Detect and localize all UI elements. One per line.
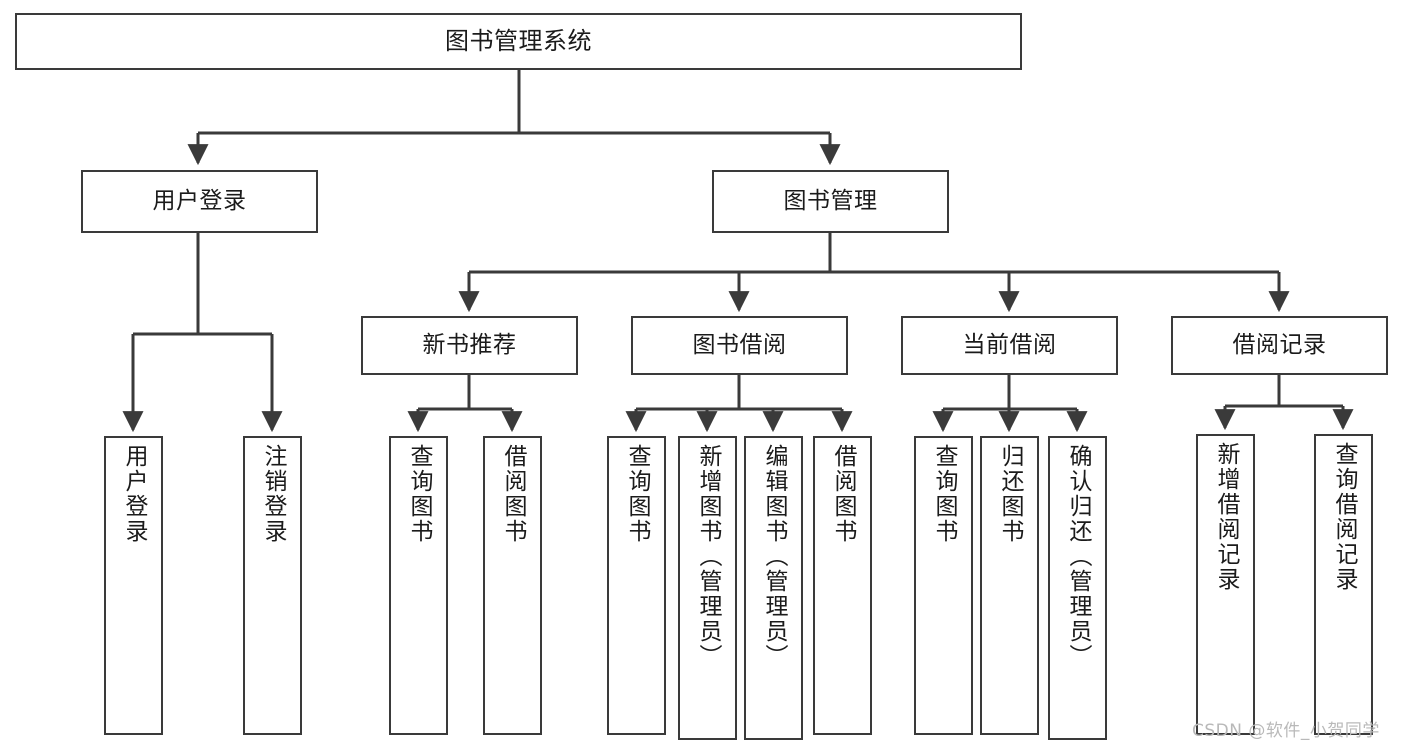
leaf-borrow-book-recommend[interactable]: 借阅图书 <box>483 436 542 735</box>
node-label: 借阅图书 <box>830 444 856 544</box>
node-label: 查询借阅记录 <box>1331 442 1357 592</box>
node-label: 图书借阅 <box>692 331 787 358</box>
node-label: 用户登录 <box>152 187 247 214</box>
node-new-book-recommend[interactable]: 新书推荐 <box>361 316 578 375</box>
node-book-management[interactable]: 图书管理 <box>712 170 949 233</box>
leaf-confirm-return-admin[interactable]: 确认归还（管理员） <box>1048 436 1107 740</box>
leaf-add-borrow-record[interactable]: 新增借阅记录 <box>1196 434 1255 735</box>
leaf-query-book-recommend[interactable]: 查询图书 <box>389 436 448 735</box>
leaf-edit-book-admin[interactable]: 编辑图书（管理员） <box>744 436 803 740</box>
node-label: 注销登录 <box>260 444 286 544</box>
node-root-system[interactable]: 图书管理系统 <box>15 13 1022 70</box>
leaf-add-book-admin[interactable]: 新增图书（管理员） <box>678 436 737 740</box>
node-label: 新书推荐 <box>422 331 517 358</box>
node-user-login[interactable]: 用户登录 <box>81 170 318 233</box>
csdn-watermark: CSDN @软件_小贺同学 <box>1192 721 1380 741</box>
node-label: 借阅图书 <box>500 444 526 544</box>
node-label: 查询图书 <box>624 444 650 544</box>
node-label: 借阅记录 <box>1232 331 1327 358</box>
leaf-user-login[interactable]: 用户登录 <box>104 436 163 735</box>
node-label: 图书管理系统 <box>445 27 592 56</box>
node-label: 确认归还（管理员） <box>1065 444 1091 669</box>
node-current-borrow[interactable]: 当前借阅 <box>901 316 1118 375</box>
leaf-logout[interactable]: 注销登录 <box>243 436 302 735</box>
node-label: 图书管理 <box>783 187 878 214</box>
leaf-query-book-current[interactable]: 查询图书 <box>914 436 973 735</box>
node-label: 新增图书（管理员） <box>695 444 721 669</box>
leaf-borrow-book[interactable]: 借阅图书 <box>813 436 872 735</box>
node-borrow-record[interactable]: 借阅记录 <box>1171 316 1388 375</box>
leaf-query-borrow-record[interactable]: 查询借阅记录 <box>1314 434 1373 735</box>
node-label: 查询图书 <box>931 444 957 544</box>
node-label: 新增借阅记录 <box>1213 442 1239 592</box>
node-label: 归还图书 <box>997 444 1023 544</box>
leaf-return-book[interactable]: 归还图书 <box>980 436 1039 735</box>
node-label: 当前借阅 <box>962 331 1057 358</box>
node-book-borrow[interactable]: 图书借阅 <box>631 316 848 375</box>
node-label: 查询图书 <box>406 444 432 544</box>
leaf-query-book-borrow[interactable]: 查询图书 <box>607 436 666 735</box>
node-label: 编辑图书（管理员） <box>761 444 787 669</box>
node-label: 用户登录 <box>121 444 147 544</box>
